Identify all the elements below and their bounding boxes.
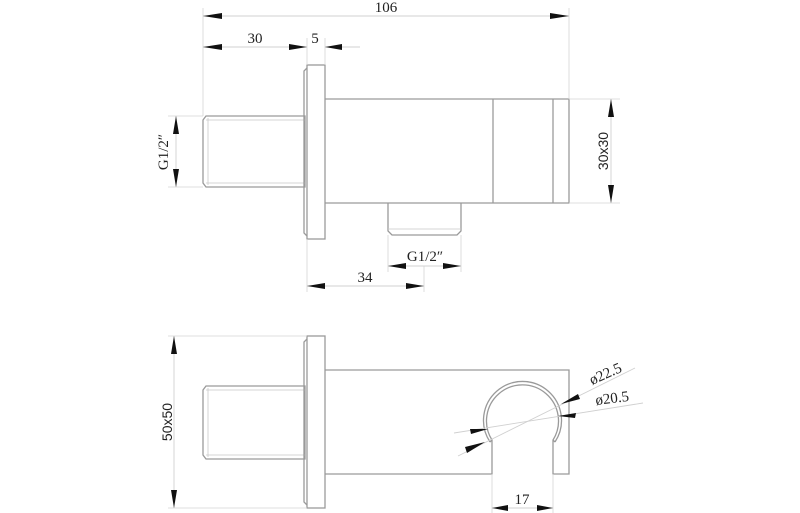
- dim-label-body-section: 30x30: [595, 132, 611, 170]
- arrow-icon: [558, 413, 576, 418]
- arrow-right-icon: [289, 44, 307, 50]
- arrow-left-icon: [203, 44, 222, 50]
- dim-inlet-thread: G1/2″: [156, 116, 179, 187]
- arrow-left-icon: [203, 13, 222, 19]
- side-inlet-pipe: [202, 115, 306, 188]
- arrow-left-icon: [388, 263, 406, 269]
- dim-label-flange-thickness: 5: [311, 31, 319, 47]
- dim-holder-inner-diameter: ø20.5: [453, 389, 644, 434]
- arrow-icon: [465, 442, 485, 453]
- dim-label-flange-size: 50x50: [159, 403, 175, 441]
- top-wall-flange: [303, 335, 326, 509]
- dim-label-inlet-thread: G1/2″: [156, 134, 172, 170]
- arrow-left-icon: [307, 283, 325, 289]
- dim-label-overall-length: 106: [375, 0, 398, 16]
- dim-inlet-length: 30: [203, 31, 307, 50]
- dim-label-holder-outer-diameter: ø22.5: [587, 360, 624, 388]
- top-view: [202, 335, 570, 509]
- arrow-up-icon: [173, 116, 179, 134]
- top-extension-lines: [168, 335, 554, 513]
- dim-outlet-offset: 34: [307, 270, 424, 289]
- dim-label-outlet-thread: G1/2″: [407, 249, 443, 265]
- side-body: [325, 98, 570, 204]
- arrow-down-icon: [608, 185, 614, 203]
- arrow-left-icon: [325, 44, 342, 50]
- arrow-down-icon: [171, 490, 177, 508]
- dim-label-holder-inner-diameter: ø20.5: [595, 389, 630, 409]
- side-bottom-outlet: [387, 203, 462, 236]
- arrow-icon: [470, 429, 488, 434]
- arrow-icon: [561, 394, 580, 404]
- side-view: [202, 64, 570, 240]
- arrow-down-icon: [173, 169, 179, 187]
- dim-label-outlet-offset: 34: [358, 270, 374, 286]
- arrow-right-icon: [443, 263, 461, 269]
- arrow-up-icon: [171, 336, 177, 354]
- side-wall-flange: [303, 64, 326, 240]
- arrow-right-icon: [537, 505, 553, 511]
- side-extension-lines: [168, 8, 620, 292]
- arrow-left-icon: [492, 505, 508, 511]
- dim-body-section: 30x30: [595, 99, 614, 203]
- dim-flange-thickness: 5: [311, 31, 360, 50]
- dim-outlet-thread: G1/2″: [388, 249, 461, 269]
- top-body-holder: [325, 369, 570, 475]
- arrow-right-icon: [406, 283, 424, 289]
- dim-label-holder-slot-width: 17: [515, 492, 531, 508]
- arrow-up-icon: [608, 99, 614, 117]
- arrow-right-icon: [550, 13, 569, 19]
- dim-overall-length: 106: [203, 0, 569, 19]
- dim-holder-slot-width: 17: [492, 492, 553, 511]
- dim-label-inlet-length: 30: [248, 31, 263, 47]
- top-inlet-pipe: [202, 385, 306, 460]
- dim-flange-size: 50x50: [159, 336, 177, 508]
